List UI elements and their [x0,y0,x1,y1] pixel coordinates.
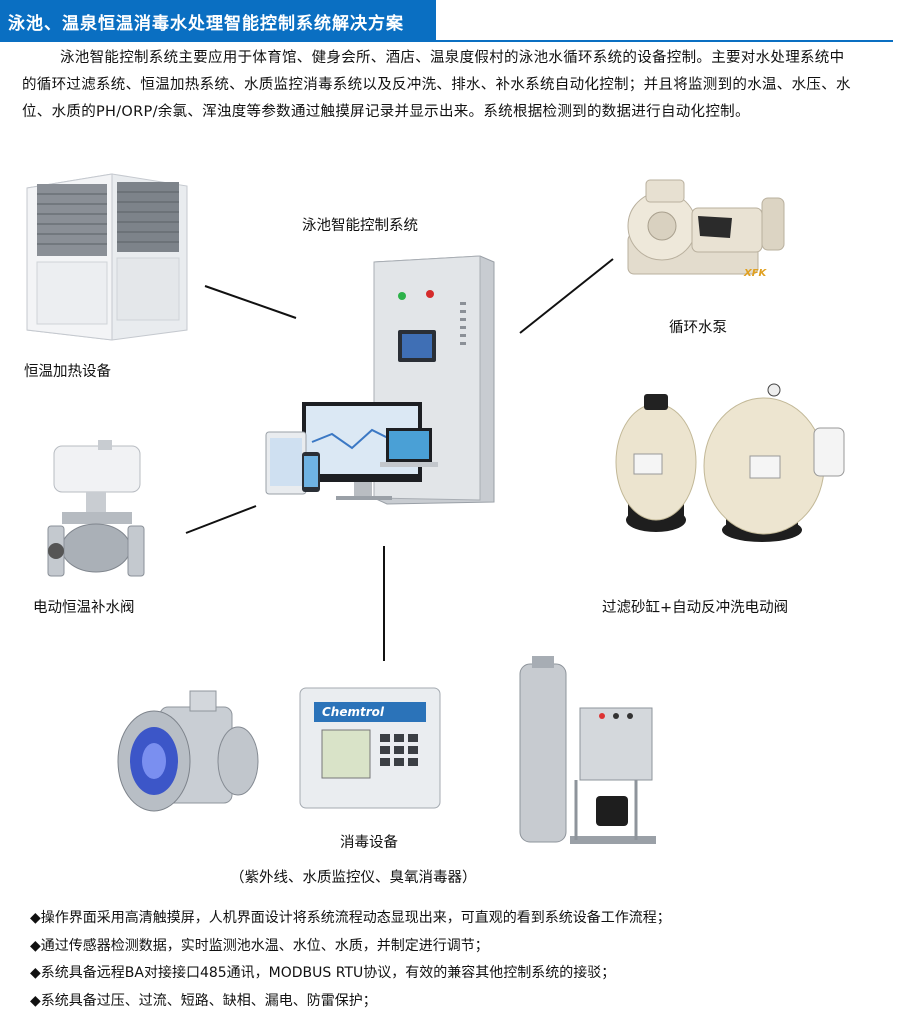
filter-label: 过滤砂缸+自动反冲洗电动阀 [602,600,789,616]
disinfect-sublabel: （紫外线、水质监控仪、臭氧消毒器） [230,870,477,886]
ozone-generator-image [519,656,656,844]
title-underline [0,40,893,42]
connector-heater [204,285,297,319]
pump-label: 循环水泵 [669,320,727,336]
pump-brand: XFK [744,268,767,279]
feature-item: ◆系统具备远程BA对接接口485通讯，MODBUS RTU协议，有效的兼容其他控… [30,965,616,981]
sand-filter-image [615,383,845,542]
connector-pump [519,258,614,334]
heater-label: 恒温加热设备 [24,364,111,380]
intro-paragraph: 泳池智能控制系统主要应用于体育馆、健身会所、酒店、温泉度假村的泳池水循环系统的设… [22,45,852,126]
uv-sterilizer-image [117,690,259,812]
disinfect-label: 消毒设备 [340,835,398,851]
feature-item: ◆通过传感器检测数据，实时监测池水温、水位、水质，并制定进行调节； [30,937,489,954]
intro-text: 泳池智能控制系统主要应用于体育馆、健身会所、酒店、温泉度假村的泳池水循环系统的设… [22,50,851,120]
monitor-brand: Chemtrol [322,705,385,719]
page-title: 泳池、温泉恒温消毒水处理智能控制系统解决方案 [8,14,404,34]
title-banner [0,0,436,40]
pump-image [627,179,785,275]
feature-item: ◆系统具备过压、过流、短路、缺相、漏电、防雷保护； [30,992,377,1009]
valve-label: 电动恒温补水阀 [33,600,135,616]
feature-list: ◆操作界面采用高清触摸屏，人机界面设计将系统流程动态显现出来，可直观的看到系统设… [30,905,870,1015]
electric-valve-image [47,440,145,577]
connector-valve [185,505,257,534]
feature-item: ◆操作界面采用高清触摸屏，人机界面设计将系统流程动态显现出来，可直观的看到系统设… [30,910,671,926]
heater-unit-image [26,173,188,341]
control-system-label: 泳池智能控制系统 [302,218,418,234]
water-monitor-image [299,687,441,809]
control-cabinet-image [265,255,495,505]
